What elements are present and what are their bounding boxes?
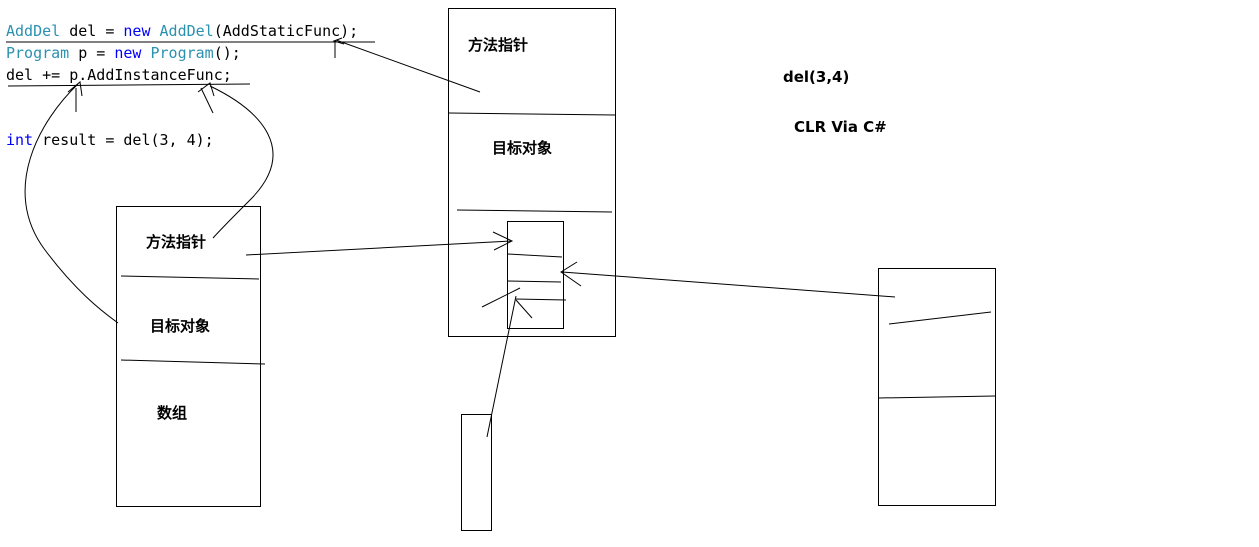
code-line-1: AddDel del = new AddDel(AddStaticFunc); xyxy=(6,22,358,40)
invocation-array-box xyxy=(507,221,564,329)
link-right-to-array xyxy=(561,271,896,298)
code-line-4: int result = del(3, 4); xyxy=(6,131,214,149)
link-static-func xyxy=(335,39,481,93)
middle-separator-2 xyxy=(456,209,613,213)
array-stroke-1 xyxy=(481,287,521,308)
left-target-object-label: 目标对象 xyxy=(150,317,211,335)
code-line-3: del += p.AddInstanceFunc; xyxy=(6,66,232,84)
code-type: AddDel xyxy=(159,22,214,40)
arrowhead-method xyxy=(197,82,215,97)
right-separator-1 xyxy=(888,311,992,325)
code-line-2: Program p = new Program(); xyxy=(6,44,241,62)
array-stroke-2 xyxy=(515,299,533,319)
array-slot-1 xyxy=(506,253,563,258)
arrowhead-static xyxy=(332,37,345,45)
left-separator-1 xyxy=(120,275,260,280)
code-text: del = xyxy=(60,22,124,40)
tick-method xyxy=(200,87,214,114)
code-text: (); xyxy=(213,44,241,62)
middle-separator-1 xyxy=(448,112,616,116)
link-left-to-array xyxy=(245,240,513,256)
curve-target xyxy=(24,83,119,324)
call-annotation: del(3,4) xyxy=(783,68,850,86)
code-underline-3 xyxy=(7,83,251,87)
left-delegate-box xyxy=(116,206,261,507)
small-object-box xyxy=(461,414,492,531)
left-array-label: 数组 xyxy=(157,404,188,422)
arrowhead-p xyxy=(67,81,83,97)
middle-delegate-box xyxy=(448,8,616,337)
middle-method-pointer-label: 方法指针 xyxy=(468,36,529,54)
array-slot-2 xyxy=(506,280,562,283)
code-type: Program xyxy=(6,44,70,62)
right-separator-2 xyxy=(878,395,996,399)
left-separator-2 xyxy=(120,359,266,365)
code-keyword: int xyxy=(6,131,34,149)
code-keyword: new xyxy=(123,22,151,40)
arrowhead-right-to-array xyxy=(560,261,582,287)
right-object-box xyxy=(878,268,996,506)
code-text: (AddStaticFunc); xyxy=(213,22,359,40)
left-method-pointer-label: 方法指针 xyxy=(146,233,207,251)
arrowhead-left-to-array xyxy=(492,231,514,251)
code-type: AddDel xyxy=(6,22,61,40)
curve-method xyxy=(209,85,274,239)
code-text: result = del(3, 4); xyxy=(33,131,214,149)
code-type: Program xyxy=(150,44,214,62)
middle-target-object-label: 目标对象 xyxy=(492,139,553,157)
code-keyword: new xyxy=(114,44,142,62)
reference-annotation: CLR Via C# xyxy=(794,118,887,136)
link-small-to-array xyxy=(486,295,517,438)
array-slot-3 xyxy=(514,298,567,301)
code-text: p = xyxy=(69,44,115,62)
